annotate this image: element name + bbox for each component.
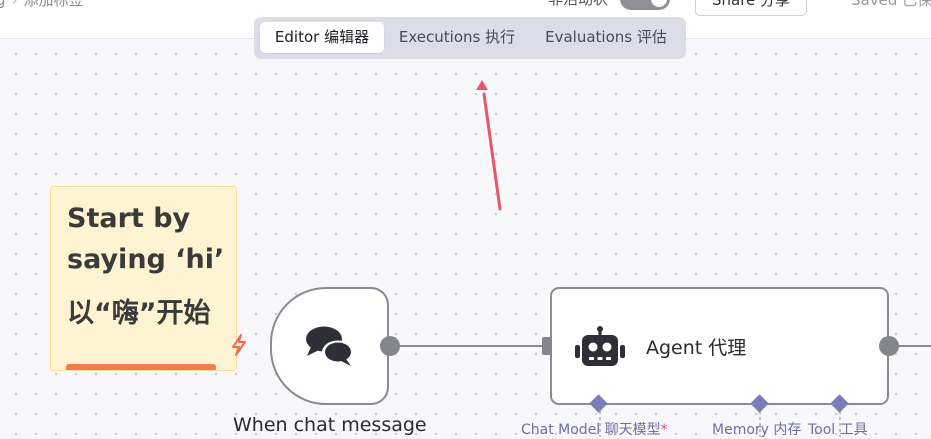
- toggle-knob: [651, 0, 667, 7]
- robot-icon: [575, 326, 625, 366]
- breadcrumb-prev[interactable]: g: [0, 0, 6, 9]
- memory-label: Memory 内存: [712, 422, 802, 438]
- agent-node[interactable]: Agent 代理: [550, 287, 889, 405]
- chat-trigger-node[interactable]: [270, 287, 389, 405]
- annotation-arrow-shaft: [482, 92, 502, 211]
- chat-model-text: Chat Model 聊天模型: [521, 422, 661, 438]
- agent-node-label: Agent 代理: [646, 337, 747, 359]
- tab-executions[interactable]: Executions 执行: [398, 28, 516, 46]
- sticky-line-1: Start by: [67, 203, 191, 234]
- breadcrumb-current[interactable]: 添加标签: [23, 0, 84, 9]
- chat-model-label: Chat Model 聊天模型*: [521, 419, 668, 439]
- share-button[interactable]: Share 分享: [695, 0, 807, 16]
- tool-label: Tool 工具: [808, 422, 868, 438]
- view-tabs: Editor 编辑器 Executions 执行 Evaluations 评估: [254, 17, 686, 59]
- sticky-line-3: 以“嗨”开始: [67, 298, 211, 329]
- agent-output-handle[interactable]: [879, 336, 899, 356]
- lightning-bolt-icon: [232, 334, 246, 356]
- annotation-arrow-head: [476, 80, 488, 90]
- saved-status: Saved 已保: [851, 0, 931, 9]
- sticky-note[interactable]: Start by saying ‘hi’ 以“嗨”开始: [50, 186, 237, 371]
- activate-toggle[interactable]: [620, 0, 670, 10]
- trigger-node-label: When chat message: [233, 414, 427, 436]
- breadcrumb-separator: ›: [11, 0, 18, 9]
- agent-input-handle[interactable]: [542, 337, 552, 355]
- sticky-line-2: saying ‘hi’: [67, 244, 225, 275]
- tab-editor[interactable]: Editor 编辑器: [260, 22, 384, 53]
- inactive-label: 非活动状: [548, 0, 608, 9]
- chat-bubbles-icon: [306, 326, 354, 366]
- tab-evaluations[interactable]: Evaluations 评估: [545, 28, 667, 46]
- trigger-output-handle[interactable]: [380, 336, 400, 356]
- breadcrumb: g › 添加标签: [0, 0, 84, 10]
- sticky-bar: [66, 364, 216, 370]
- required-marker: *: [660, 422, 668, 438]
